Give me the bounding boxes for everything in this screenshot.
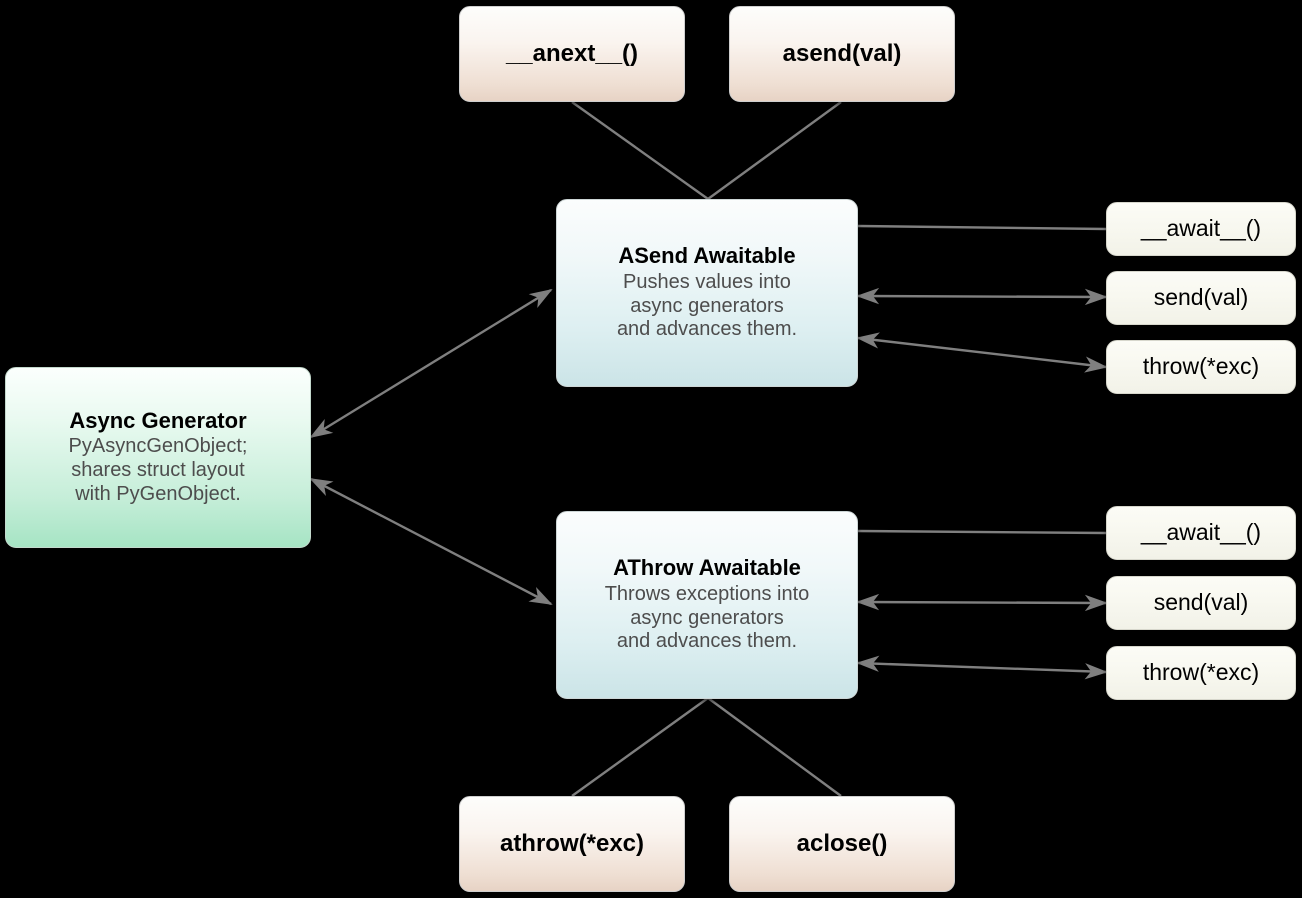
node-athrow-awaitable-desc: Throws exceptions into async generators … <box>604 582 810 653</box>
edge-aclose-to-athrow <box>707 697 842 797</box>
node-asend-call[interactable]: asend(val) <box>729 6 955 102</box>
edge-asend-to-send <box>856 287 1108 306</box>
node-asend-slot-throw-label: throw(*exc) <box>1142 353 1260 380</box>
node-athrow-slot-throw-label: throw(*exc) <box>1142 659 1260 686</box>
node-athrow-awaitable-title: AThrow Awaitable <box>613 555 801 581</box>
node-async-generator[interactable]: Async Generator PyAsyncGenObject; shares… <box>5 367 311 548</box>
node-asend-awaitable-desc: Pushes values into async generators and … <box>616 270 798 341</box>
node-athrow-slot-send[interactable]: send(val) <box>1106 576 1296 630</box>
node-async-generator-title: Async Generator <box>69 407 247 433</box>
edge-root-to-asend <box>309 288 553 439</box>
node-anext[interactable]: __anext__() <box>459 6 685 102</box>
node-athrow-awaitable[interactable]: AThrow Awaitable Throws exceptions into … <box>556 511 858 699</box>
node-asend-awaitable[interactable]: ASend Awaitable Pushes values into async… <box>556 199 858 387</box>
edge-athrow-to-await <box>857 529 1107 535</box>
edge-anext-to-asend <box>571 101 709 200</box>
node-athrow-call[interactable]: athrow(*exc) <box>459 796 685 892</box>
node-asend-slot-await[interactable]: __await__() <box>1106 202 1296 256</box>
edge-athrow-to-throw <box>856 655 1108 680</box>
edge-athrowcall-to-athrow <box>571 697 709 797</box>
node-asend-slot-await-label: __await__() <box>1140 215 1262 242</box>
node-asend-call-label: asend(val) <box>782 39 902 67</box>
node-async-generator-desc: PyAsyncGenObject; shares struct layout w… <box>68 435 248 505</box>
edge-athrow-to-send <box>856 593 1108 612</box>
node-asend-slot-send[interactable]: send(val) <box>1106 271 1296 325</box>
edge-asendcall-to-asend <box>707 101 842 200</box>
node-athrow-call-label: athrow(*exc) <box>499 829 645 857</box>
node-athrow-slot-await[interactable]: __await__() <box>1106 506 1296 560</box>
node-aclose[interactable]: aclose() <box>729 796 955 892</box>
edge-asend-to-await <box>857 224 1107 231</box>
node-asend-awaitable-title: ASend Awaitable <box>618 243 796 269</box>
edge-root-to-athrow <box>309 477 553 606</box>
edge-asend-to-throw <box>856 332 1108 373</box>
node-anext-label: __anext__() <box>505 39 639 67</box>
node-athrow-slot-send-label: send(val) <box>1153 589 1249 616</box>
node-athrow-slot-await-label: __await__() <box>1140 519 1262 546</box>
node-aclose-label: aclose() <box>796 829 888 857</box>
node-asend-slot-send-label: send(val) <box>1153 284 1249 311</box>
node-asend-slot-throw[interactable]: throw(*exc) <box>1106 340 1296 394</box>
node-athrow-slot-throw[interactable]: throw(*exc) <box>1106 646 1296 700</box>
